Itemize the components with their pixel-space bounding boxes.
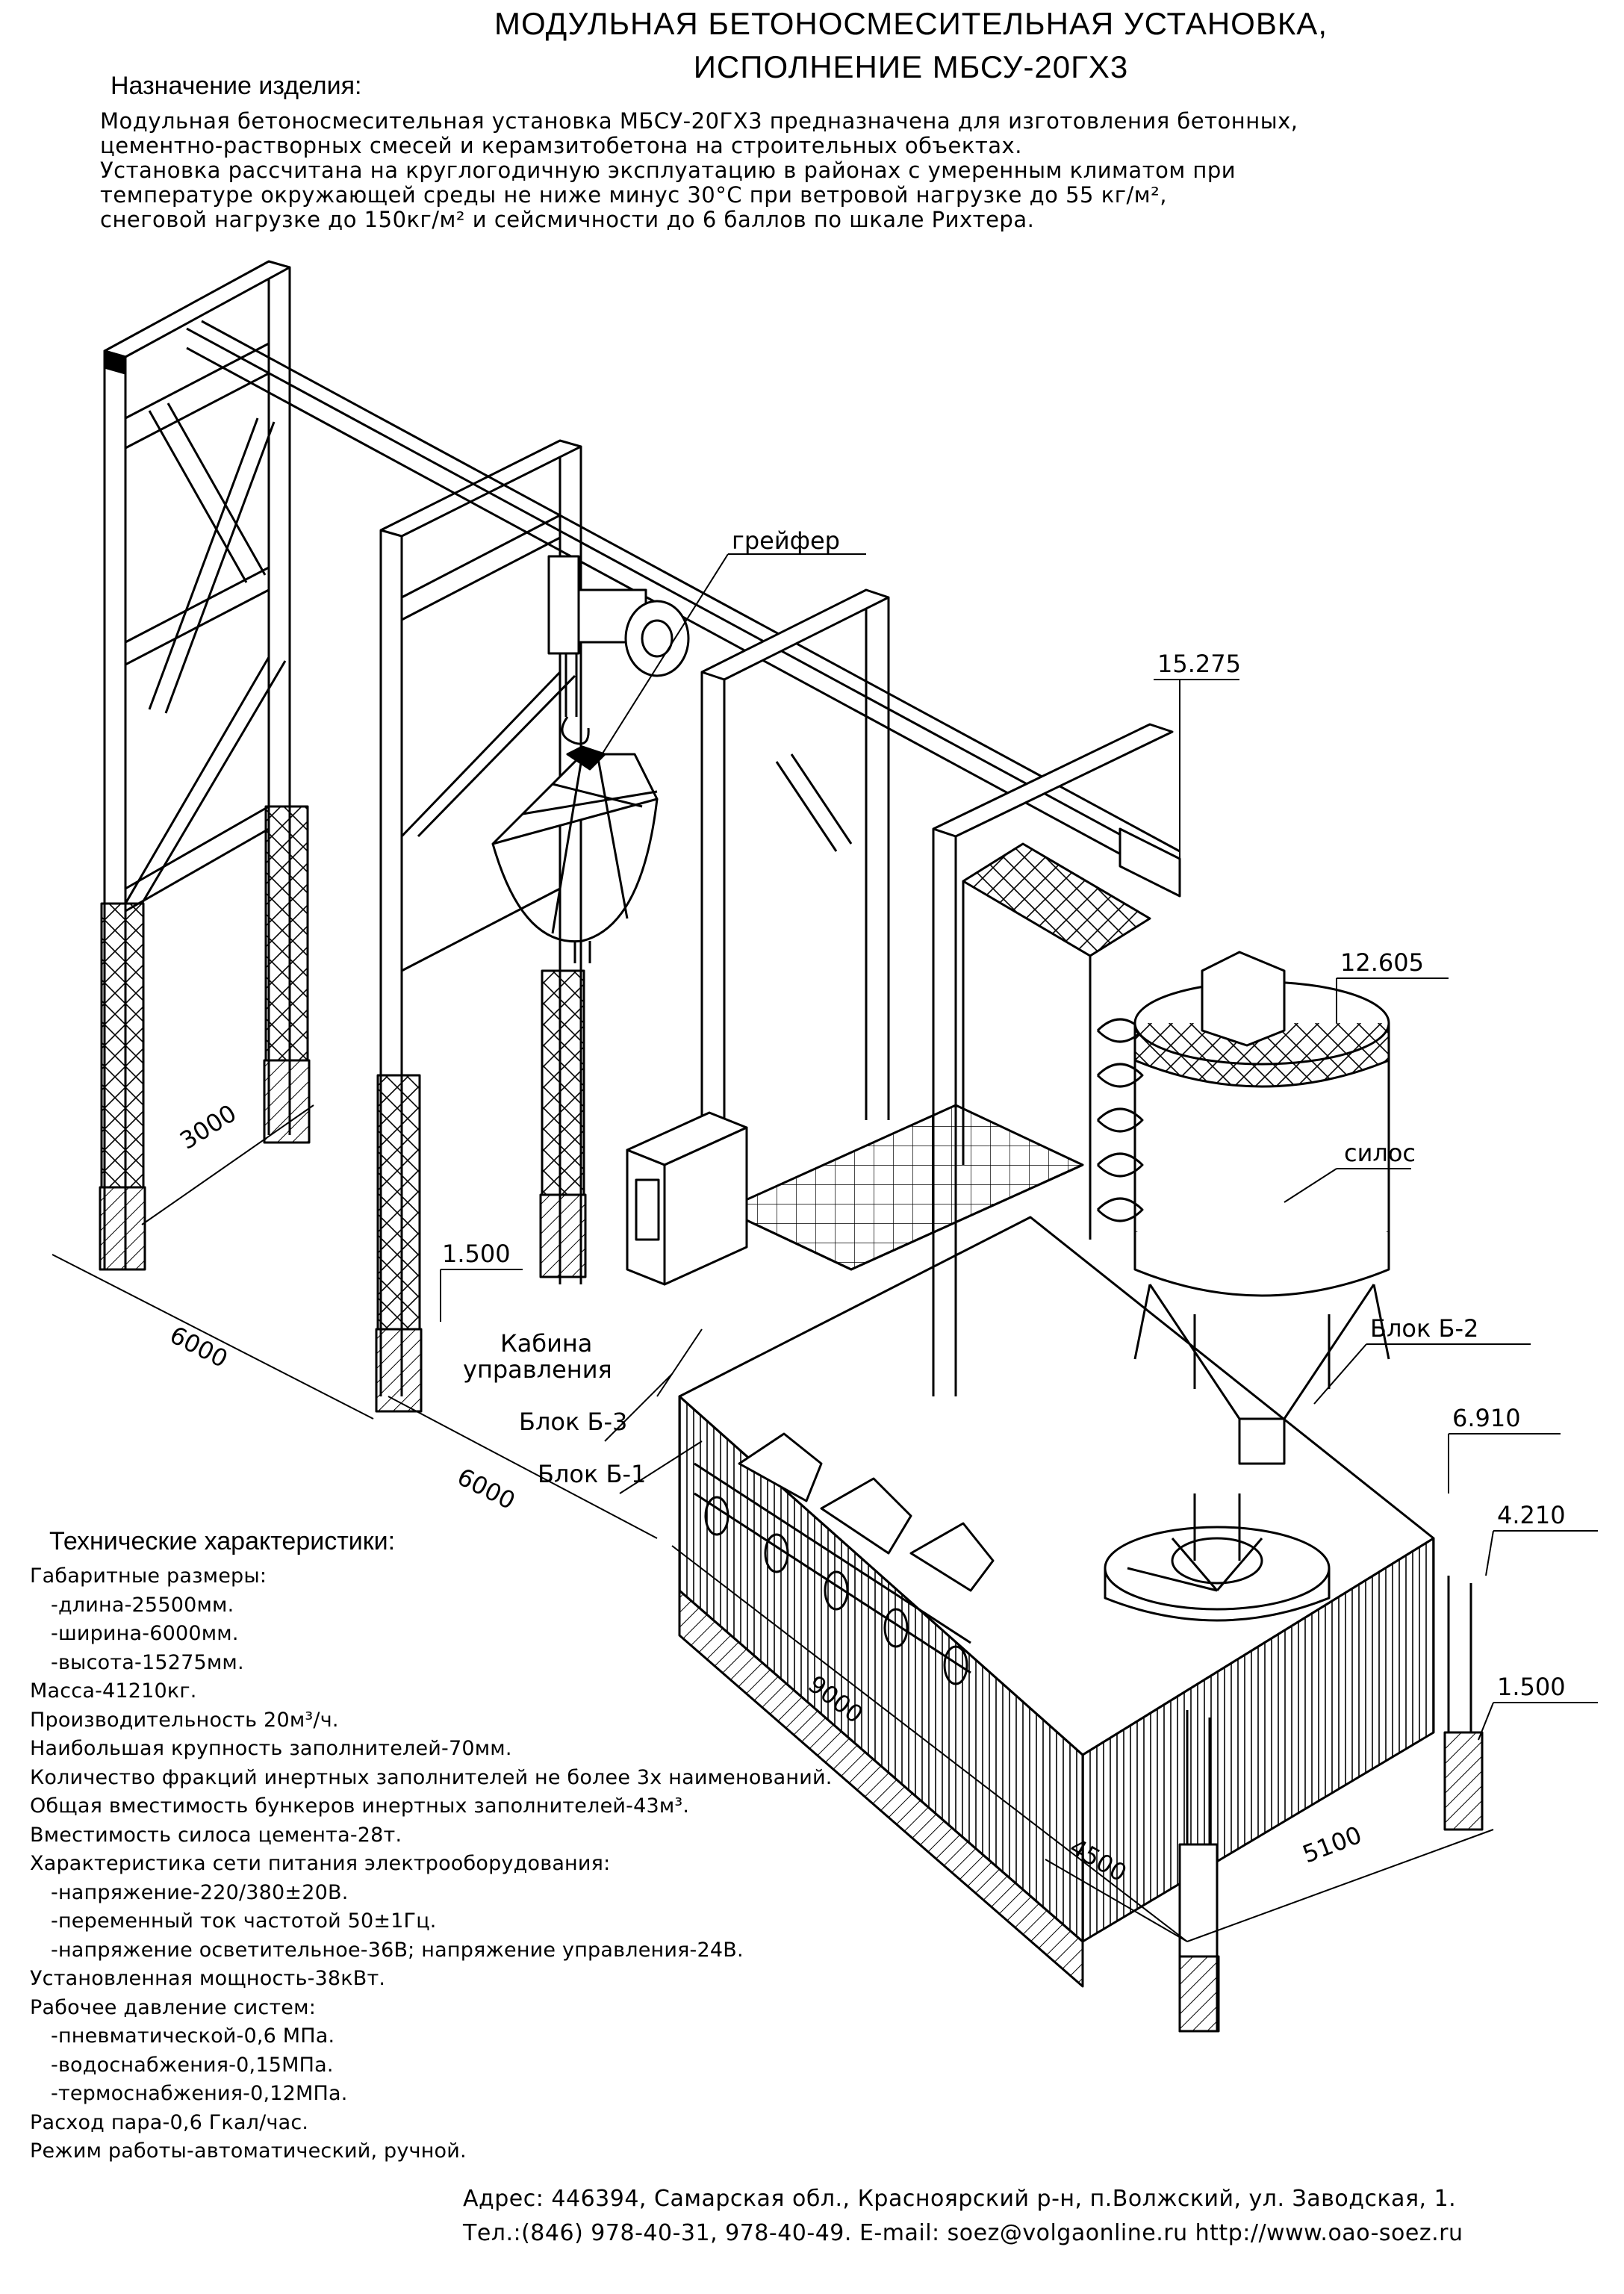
title-line-1: МОДУЛЬНАЯ БЕТОНОСМЕСИТЕЛЬНАЯ УСТАНОВКА, [494, 6, 1328, 41]
spec-line: Характеристика сети питания электрообору… [30, 1852, 611, 1875]
dimension-lines [52, 1104, 1494, 1942]
label-cabin-line-1: Кабина [500, 1329, 592, 1358]
specs-heading: Технические характеристики: [49, 1527, 396, 1555]
spec-line: -ширина-6000мм. [51, 1622, 239, 1645]
purpose-line: цементно-растворных смесей и керамзитобе… [100, 133, 1022, 158]
title-line-2: ИСПОЛНЕНИЕ МБСУ-20ГХ3 [693, 49, 1129, 84]
spec-line: Общая вместимость бункеров инертных запо… [30, 1794, 690, 1818]
gantry-frame-1 [99, 260, 311, 1271]
purpose-line: снеговой нагрузке до 150кг/м² и сейсмичн… [100, 207, 1035, 232]
leader-lines [440, 553, 1598, 1741]
label-silo: силос [1344, 1139, 1416, 1167]
grid-platform [723, 1104, 1084, 1271]
label-block-b1: Блок Б-1 [538, 1460, 646, 1488]
spec-line: -водоснабжения-0,15МПа. [51, 2053, 334, 2077]
purpose-line: Модульная бетоносмесительная установка М… [100, 108, 1298, 134]
footer-contacts: Тел.:(846) 978-40-31, 978-40-49. E-mail:… [463, 2220, 1463, 2246]
spec-line: -переменный ток частотой 50±1Гц. [51, 1909, 437, 1933]
purpose-line: температуре окружающей среды не ниже мин… [100, 182, 1167, 208]
spec-line: Габаритные размеры: [30, 1564, 267, 1588]
purpose-line: Установка рассчитана на круглогодичную э… [100, 158, 1236, 183]
elev-right-level: 1.500 [1497, 1673, 1566, 1701]
grab-bucket [491, 745, 659, 963]
spec-line: Рабочее давление систем: [30, 1995, 316, 2019]
purpose-heading: Назначение изделия: [111, 72, 362, 100]
spec-line: -термоснабжения-0,12МПа. [51, 2082, 348, 2105]
label-block-b2: Блок Б-2 [1370, 1314, 1478, 1343]
spec-line: -пневматической-0,6 МПа. [51, 2024, 335, 2048]
spec-line: Производительность 20м³/ч. [30, 1708, 339, 1732]
spec-line: -напряжение-220/380±20В. [51, 1880, 349, 1904]
label-cabin-line-2: управления [463, 1355, 612, 1384]
crane-rail [186, 320, 1181, 898]
spec-line: Количество фракций инертных заполнителей… [30, 1765, 833, 1789]
mixer [1104, 1493, 1331, 1622]
label-block-b3: Блок Б-3 [519, 1408, 627, 1436]
spec-line: Масса-41210кг. [30, 1679, 197, 1703]
hopper-frame [700, 588, 1174, 1396]
control-cabin [626, 1111, 748, 1286]
elev-top: 15.275 [1157, 650, 1241, 678]
elev-silo-top: 12.605 [1340, 948, 1424, 977]
spec-line: -длина-25500мм. [51, 1593, 234, 1617]
lower-module [678, 1216, 1435, 1988]
specs-list: Габаритные размеры: -длина-25500мм. -шир… [30, 1562, 1075, 2166]
dim-3000: 3000 [175, 1098, 241, 1154]
spec-line: Установленная мощность-38кВт. [30, 1967, 386, 1990]
purpose-text: Модульная бетоносмесительная установка М… [100, 109, 1519, 232]
spec-line: Вместимость силоса цемента-28т. [30, 1823, 402, 1847]
spec-line: Расход пара-0,6 Гкал/час. [30, 2110, 309, 2134]
elev-mixer: 6.910 [1452, 1404, 1521, 1432]
elev-left-level: 1.500 [442, 1240, 511, 1268]
dim-6000-b: 6000 [452, 1462, 520, 1515]
dim-5100: 5100 [1298, 1821, 1366, 1869]
elev-platform: 4.210 [1497, 1501, 1566, 1529]
footer-address: Адрес: 446394, Самарская обл., Красноярс… [463, 2186, 1457, 2212]
spec-line: Режим работы-автоматический, ручной. [30, 2139, 467, 2163]
hoist-trolley [547, 555, 690, 745]
footer: Адрес: 446394, Самарская обл., Красноярс… [463, 2182, 1463, 2251]
cement-silo [1133, 951, 1390, 1465]
spec-line: -напряжение осветительное-36В; напряжени… [51, 1938, 744, 1962]
spec-line: -высота-15275мм. [51, 1650, 244, 1674]
spec-line: Наибольшая крупность заполнителей-70мм. [30, 1737, 512, 1760]
platform-legs [1178, 1576, 1484, 2033]
dim-6000-a: 6000 [165, 1320, 232, 1373]
label-grab: грейфер [732, 526, 840, 555]
